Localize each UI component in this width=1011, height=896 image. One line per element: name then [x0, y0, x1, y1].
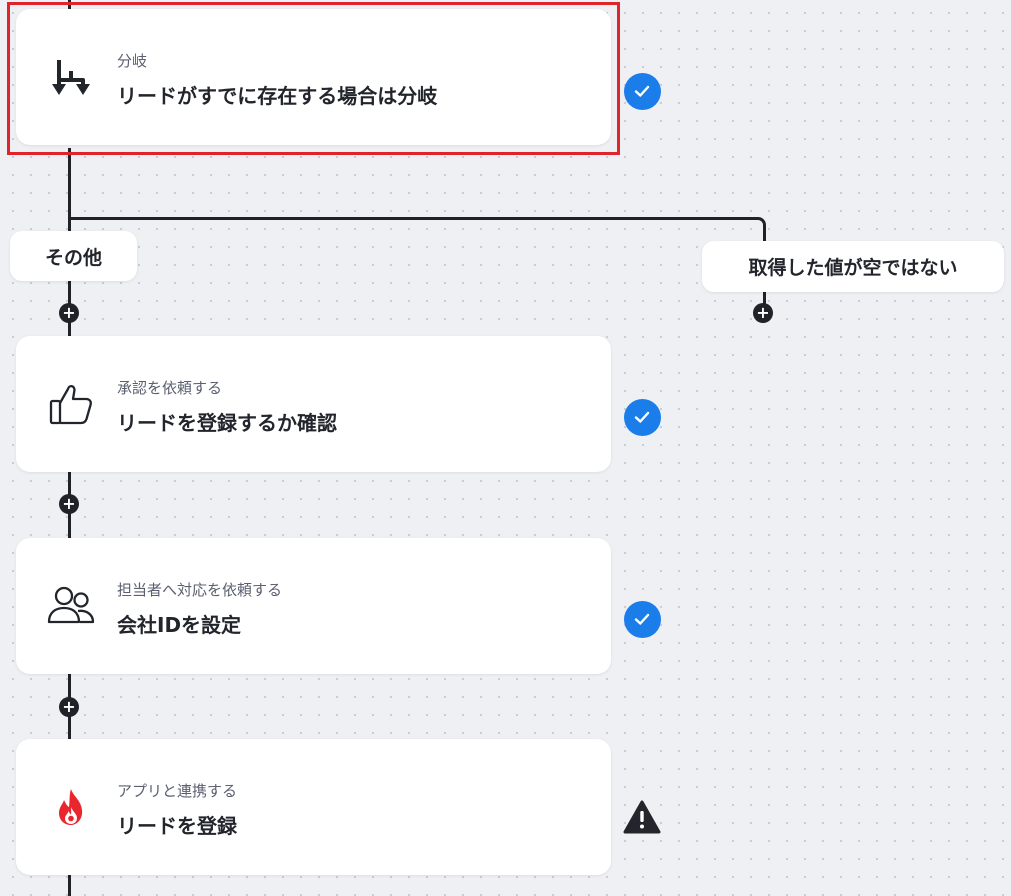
- check-circle-icon: [623, 600, 661, 638]
- branch-label-other[interactable]: その他: [10, 231, 137, 281]
- step-card-assignee[interactable]: 担当者へ対応を依頼する 会社IDを設定: [16, 538, 611, 674]
- add-step-button[interactable]: +: [753, 303, 773, 323]
- step-card-app-integration[interactable]: アプリと連携する リードを登録: [16, 739, 611, 875]
- step-status-completed: [623, 600, 661, 638]
- step-type-label: 担当者へ対応を依頼する: [117, 581, 283, 599]
- step-title: リードを登録: [117, 814, 237, 838]
- add-step-button[interactable]: +: [59, 697, 79, 717]
- check-circle-icon: [623, 72, 661, 110]
- connector-line: [68, 0, 71, 10]
- warning-icon: [623, 800, 661, 834]
- branch-connector-line: [68, 217, 756, 220]
- step-type-label: アプリと連携する: [117, 782, 238, 800]
- flame-app-icon: [46, 782, 96, 832]
- step-status-completed: [623, 398, 661, 436]
- step-card-branch[interactable]: 分岐 リードがすでに存在する場合は分岐: [16, 9, 611, 145]
- add-step-button[interactable]: +: [59, 303, 79, 323]
- step-status-completed: [623, 72, 661, 110]
- step-title: リードがすでに存在する場合は分岐: [117, 84, 438, 108]
- add-step-button[interactable]: +: [59, 494, 79, 514]
- selected-step-highlight: [7, 2, 620, 155]
- check-circle-icon: [623, 398, 661, 436]
- branch-label-not-empty[interactable]: 取得した値が空ではない: [702, 241, 1004, 292]
- connector-line: [68, 148, 71, 896]
- branch-connector-corner: [756, 217, 766, 227]
- branch-icon: [46, 52, 96, 102]
- users-icon: [46, 581, 96, 631]
- thumbs-up-icon: [46, 379, 96, 429]
- step-title: 会社IDを設定: [117, 613, 242, 637]
- step-status-warning: [623, 798, 661, 836]
- step-type-label: 分岐: [117, 52, 148, 70]
- step-card-approval[interactable]: 承認を依頼する リードを登録するか確認: [16, 336, 611, 472]
- step-title: リードを登録するか確認: [117, 411, 337, 435]
- step-type-label: 承認を依頼する: [117, 379, 223, 397]
